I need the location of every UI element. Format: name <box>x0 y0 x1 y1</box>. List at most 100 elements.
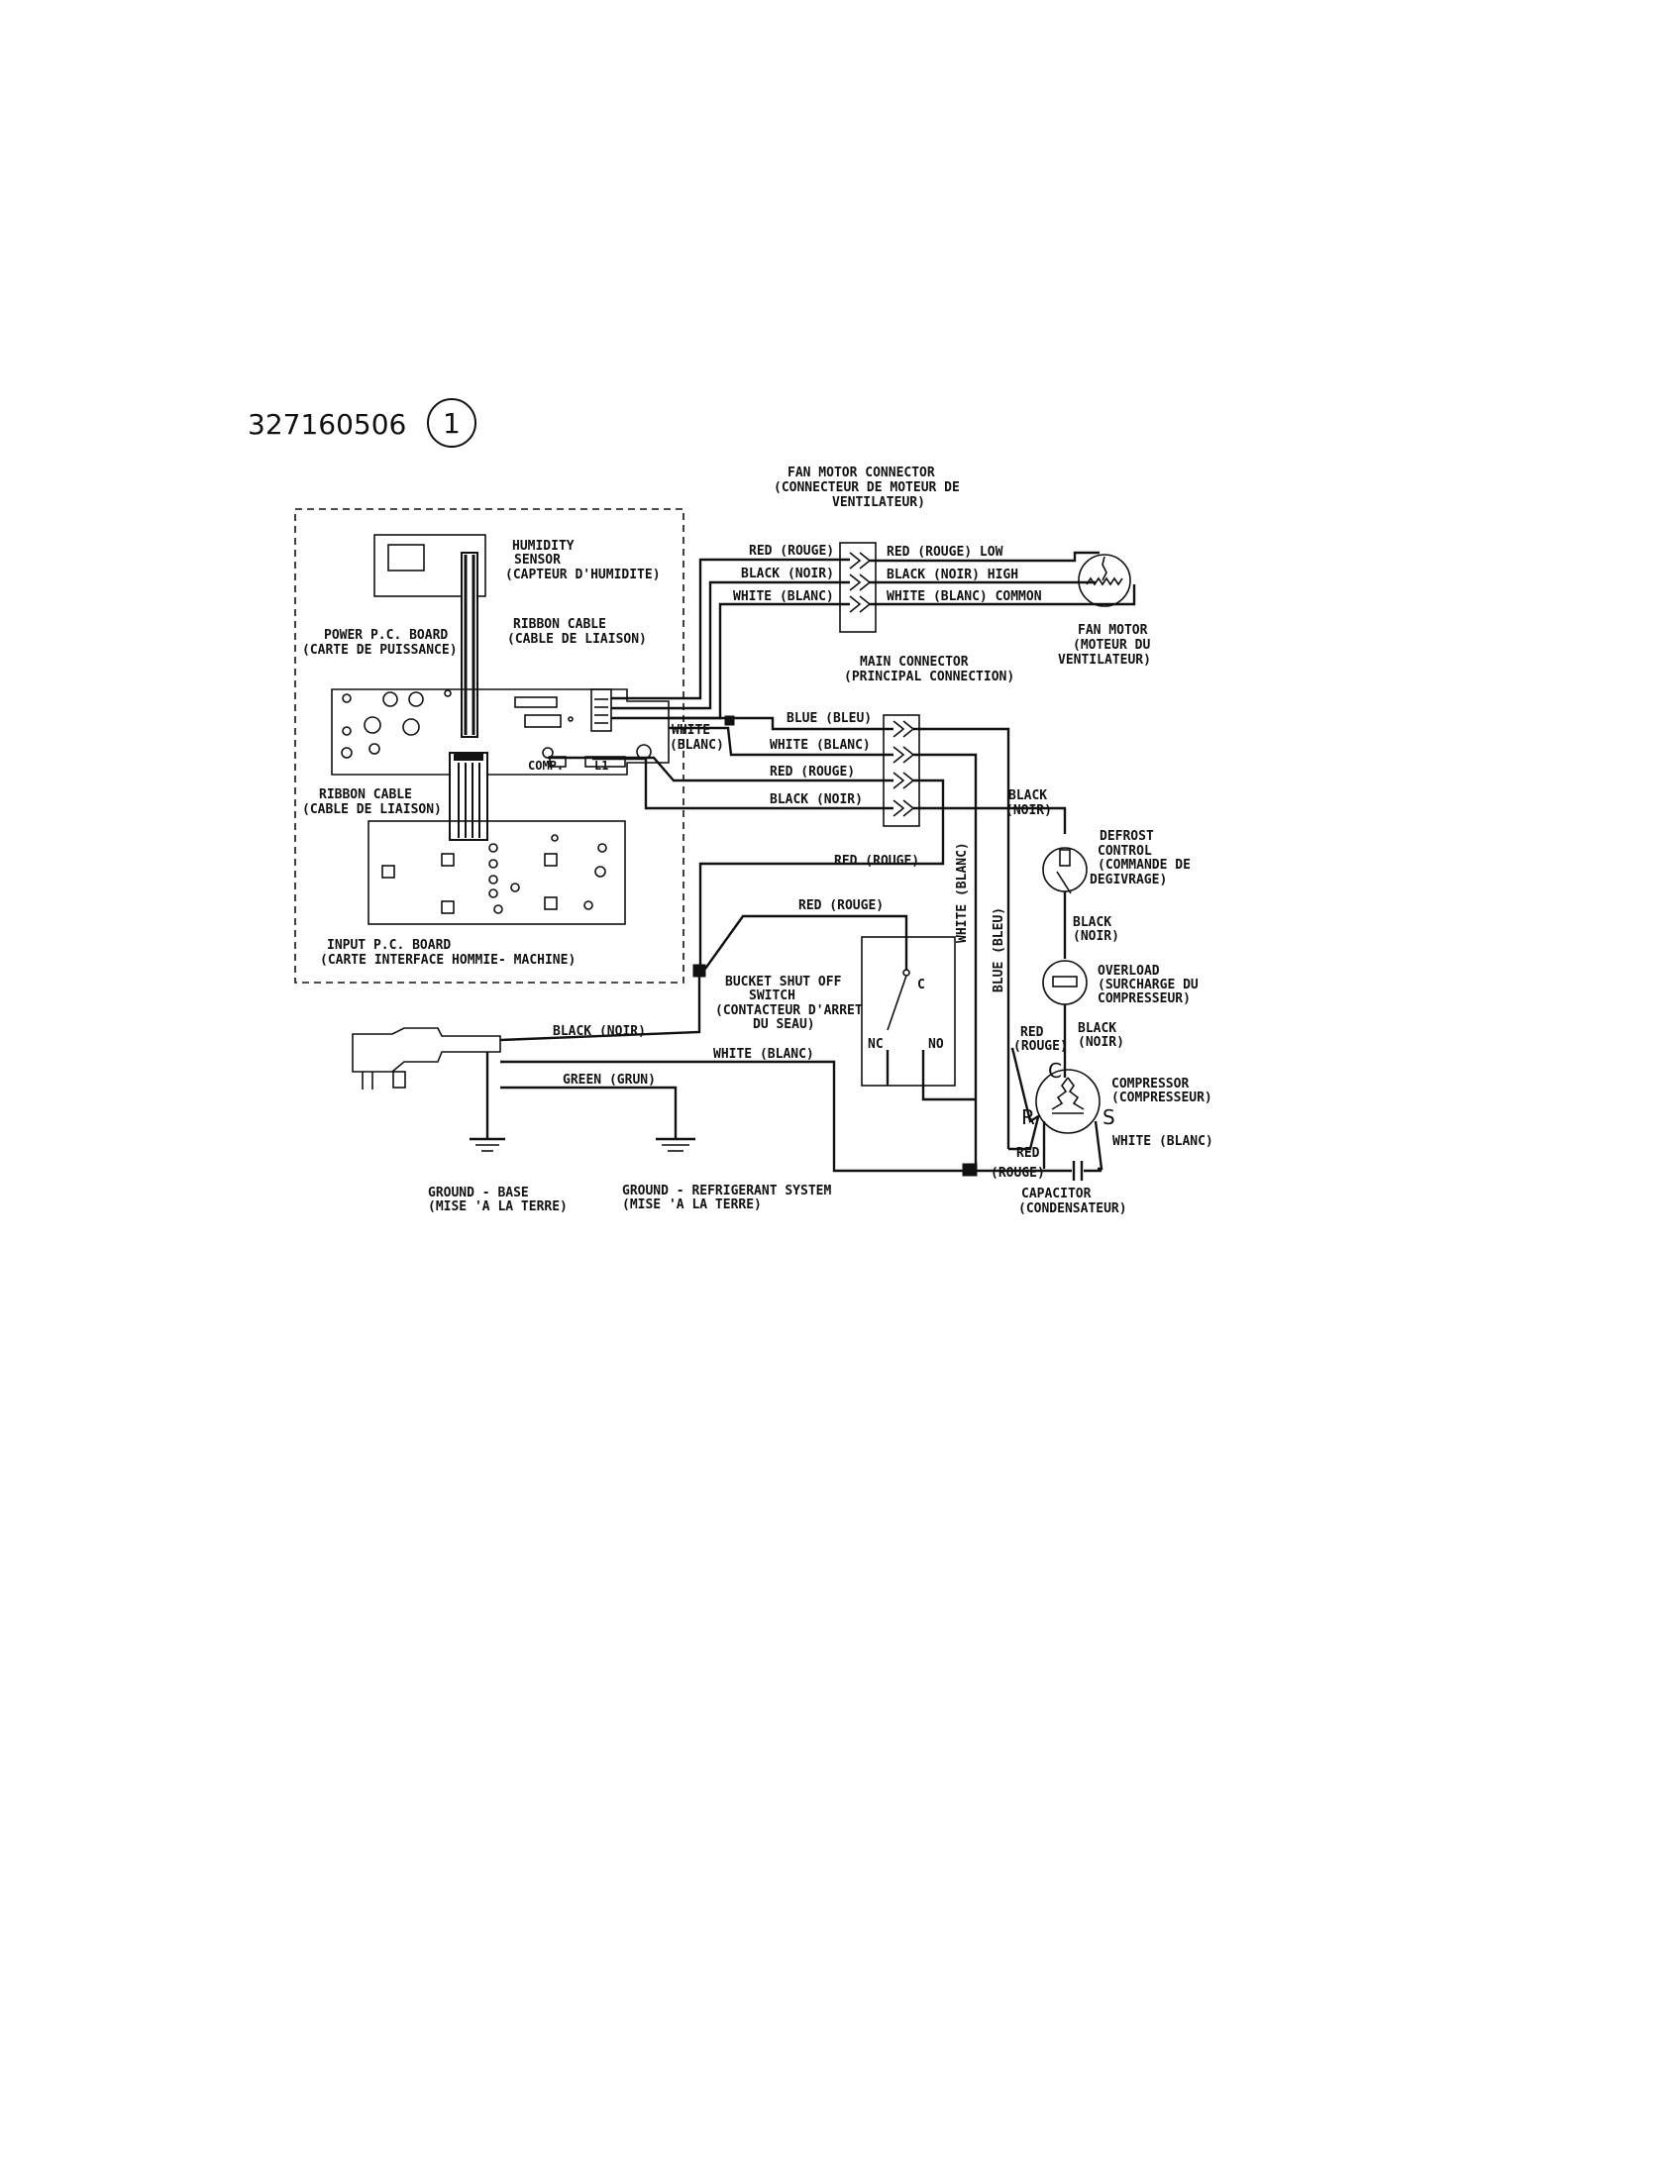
board-white-label-2: (BLANC) <box>670 738 724 753</box>
defrost-label-4: DEGIVRAGE) <box>1090 873 1167 887</box>
power-board-label-2: (CARTE DE PUISSANCE) <box>302 643 458 658</box>
junction-white <box>724 715 735 726</box>
plug-white-label: WHITE (BLANC) <box>713 1047 814 1062</box>
fan-out-white-label: WHITE (BLANC) COMMON <box>887 589 1042 604</box>
wire-red-to-switch-c <box>704 914 908 971</box>
humidity-sensor-label-3: (CAPTEUR D'HUMIDITE) <box>505 568 661 582</box>
ground-base-label-1: GROUND - BASE <box>428 1186 529 1200</box>
ground-base-label-2: (MISE 'A LA TERRE) <box>428 1199 568 1214</box>
compressor <box>1035 1069 1101 1134</box>
wire-fan-red <box>611 558 850 700</box>
defrost-label-1: DEFROST <box>1100 829 1154 844</box>
compressor-terminal-c: C <box>1048 1059 1062 1083</box>
input-pc-board <box>368 820 626 925</box>
switch-nc-label: NC <box>868 1037 884 1052</box>
ribbon-cable-bottom <box>449 752 488 841</box>
junction-white-neutral <box>962 1163 978 1177</box>
bucket-switch-label-2: SWITCH <box>749 988 795 1003</box>
ribbon-cable-bottom-label-1: RIBBON CABLE <box>319 787 412 802</box>
humidity-sensor-label-1: HUMIDITY <box>512 539 575 554</box>
plug-black-label: BLACK (NOIR) <box>553 1024 646 1039</box>
defrost-control <box>1042 847 1088 959</box>
defrost-label-3: (COMMANDE DE <box>1098 858 1191 873</box>
fan-connector-label-3: VENTILATEUR) <box>832 495 925 510</box>
wire-s-to-cap <box>1094 1120 1103 1171</box>
fan-out-red-label: RED (ROUGE) LOW <box>887 545 1003 560</box>
overload-label-1: OVERLOAD <box>1098 964 1160 979</box>
power-board-label-1: POWER P.C. BOARD <box>324 628 448 643</box>
black-noir-low-label-2: (NOIR) <box>1078 1035 1124 1050</box>
main-black-label: BLACK (NOIR) <box>770 792 863 807</box>
ground-refrig-label-2: (MISE 'A LA TERRE) <box>622 1197 762 1212</box>
power-plug <box>352 1027 501 1090</box>
switch-c-label: C <box>917 978 925 992</box>
switch-no-label: NO <box>928 1037 944 1052</box>
capacitor-label-2: (CONDENSATEUR) <box>1018 1201 1127 1216</box>
red-rouge-comp-label-2: (ROUGE) <box>1013 1039 1068 1054</box>
bucket-shut-off-switch <box>861 936 956 1087</box>
humidity-sensor <box>373 534 486 597</box>
plug-green-label: GREEN (GRUN) <box>563 1073 656 1088</box>
bucket-switch-label-4: DU SEAU) <box>753 1017 815 1032</box>
ground-symbol-refrigerant <box>656 1137 695 1152</box>
comp-terminal-label: COMP. <box>528 759 564 773</box>
red-rouge-cap-label-2: (ROUGE) <box>991 1166 1045 1181</box>
capacitor-label-1: CAPACITOR <box>1021 1187 1092 1201</box>
control-enclosure <box>294 508 684 984</box>
fan-connector-label-1: FAN MOTOR CONNECTOR <box>788 466 935 480</box>
bucket-switch-label-1: BUCKET SHUT OFF <box>725 975 842 989</box>
main-white-label: WHITE (BLANC) <box>770 738 871 753</box>
main-connector-label-1: MAIN CONNECTOR <box>860 655 969 670</box>
wire-blue-to-cap <box>913 727 1010 1149</box>
overload <box>1042 960 1088 1078</box>
humidity-sensor-label-2: SENSOR <box>514 553 561 568</box>
wire-fan-low <box>870 551 1100 563</box>
input-board-label-1: INPUT P.C. BOARD <box>327 938 451 953</box>
ribbon-cable-top-label-2: (CABLE DE LIAISON) <box>507 632 647 647</box>
wire-main-blue <box>669 716 893 731</box>
bucket-switch-label-3: (CONTACTEUR D'ARRET <box>715 1003 863 1018</box>
fan-in-white-label: WHITE (BLANC) <box>733 589 834 604</box>
compressor-label-2: (COMPRESSEUR) <box>1111 1091 1212 1105</box>
fan-motor <box>1078 554 1131 607</box>
ribbon-cable-top-label-1: RIBBON CABLE <box>513 617 606 632</box>
wire-main-white <box>669 726 893 757</box>
ribbon-cable-top <box>461 552 478 738</box>
fan-motor-label-1: FAN MOTOR <box>1078 623 1148 638</box>
wire-blue-to-r <box>1008 1116 1040 1151</box>
fan-connector-label-2: (CONNECTEUR DE MOTEUR DE <box>774 480 960 495</box>
wire-fan-black <box>611 580 850 710</box>
black-noir-top-label-2: (NOIR) <box>1005 803 1052 818</box>
fan-out-black-label: BLACK (NOIR) HIGH <box>887 568 1018 582</box>
sheet-number-badge: 1 <box>427 398 476 448</box>
compressor-terminal-s: S <box>1102 1105 1115 1129</box>
wire-black-to-defrost <box>913 806 1067 834</box>
main-red-label: RED (ROUGE) <box>770 765 855 780</box>
overload-label-2: (SURCHARGE DU <box>1098 978 1199 992</box>
wire-fan-common <box>870 584 1136 606</box>
main-connector-label-2: (PRINCIPAL CONNECTION) <box>844 670 1014 684</box>
fan-motor-label-2: (MOTEUR DU <box>1073 638 1150 653</box>
part-number: 327160506 <box>248 408 406 441</box>
ground-symbol-base <box>470 1137 505 1152</box>
defrost-label-2: CONTROL <box>1098 844 1152 859</box>
capacitor <box>981 1161 1102 1181</box>
wire-switch-no <box>921 1086 976 1101</box>
wire-main-black <box>592 757 893 810</box>
black-noir-top-label-1: BLACK <box>1008 788 1047 803</box>
black-noir-mid-label-2: (NOIR) <box>1073 929 1119 944</box>
overload-label-3: COMPRESSEUR) <box>1098 991 1191 1006</box>
fan-motor-connector <box>839 542 877 633</box>
power-pc-board <box>331 688 670 776</box>
l1-terminal-label: L1 <box>594 759 608 773</box>
white-blanc-comp-label: WHITE (BLANC) <box>1112 1134 1213 1149</box>
ground-refrig-label-1: GROUND - REFRIGERANT SYSTEM <box>622 1184 831 1198</box>
wire-white-vertical <box>913 753 978 1164</box>
white-blanc-vertical-label: WHITE (BLANC) <box>955 842 970 943</box>
compressor-label-1: COMPRESSOR <box>1111 1077 1189 1092</box>
wire-plug-black <box>499 973 701 1042</box>
sheet-number: 1 <box>443 407 461 440</box>
board-white-label-1: WHITE <box>672 723 710 738</box>
